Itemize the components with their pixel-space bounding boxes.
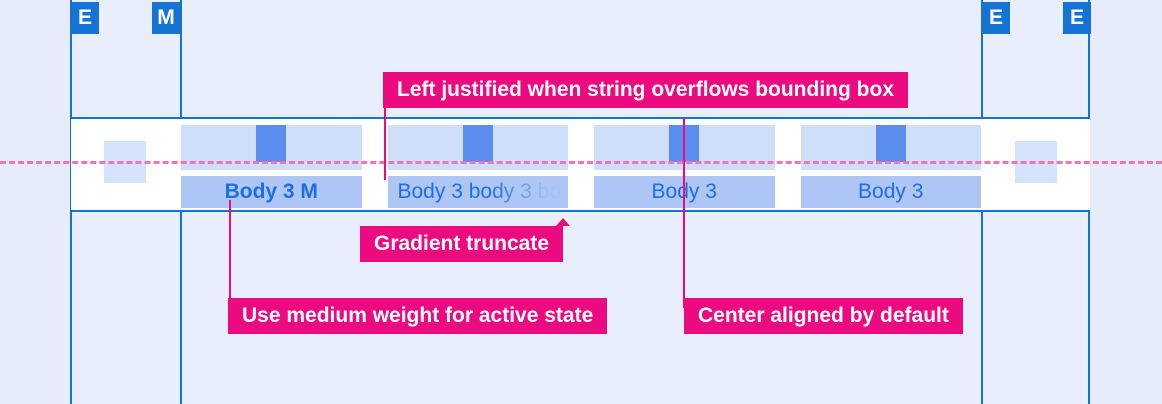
tab-label: Body 3 M (224, 180, 318, 203)
background-strip-right (1090, 0, 1162, 404)
tab-item-1-active[interactable]: Body 3 M (181, 117, 362, 212)
spacing-badge-e-right-outer: E (1063, 2, 1091, 34)
tab-items-row: Body 3 M Body 3 body 3 body 3 Body 3 (181, 117, 981, 212)
tab-icon (462, 125, 493, 162)
callout-left-justified: Left justified when string overflows bou… (383, 72, 908, 108)
spacing-badge-m-left-inner: M (152, 2, 180, 34)
center-align-leader-vertical (683, 118, 685, 308)
callout-center-aligned: Center aligned by default (684, 298, 963, 334)
tab-label: Body 3 (858, 180, 924, 203)
tab-icon (256, 125, 287, 162)
tab-label-box: Body 3 (800, 176, 981, 208)
gradient-callout-caret (556, 218, 570, 226)
overflow-callout-leader (384, 108, 386, 180)
tab-label: Body 3 body 3 body 3 (397, 180, 569, 203)
tab-icon (875, 125, 906, 162)
spacing-badge-e-left-outer: E (71, 2, 99, 34)
spacing-badge-e-right-inner: E (982, 2, 1010, 34)
tab-label-box: Body 3 M (181, 176, 362, 208)
callout-gradient-truncate: Gradient truncate (360, 226, 564, 262)
tab-item-4[interactable]: Body 3 (800, 117, 981, 212)
background-strip-left (0, 0, 70, 404)
active-weight-leader-vertical (229, 200, 231, 300)
callout-medium-weight: Use medium weight for active state (228, 298, 608, 334)
tab-item-2-overflow[interactable]: Body 3 body 3 body 3 (387, 117, 569, 212)
vertical-center-baseline (0, 161, 1162, 164)
tab-label-box: Body 3 body 3 body 3 (387, 176, 569, 208)
